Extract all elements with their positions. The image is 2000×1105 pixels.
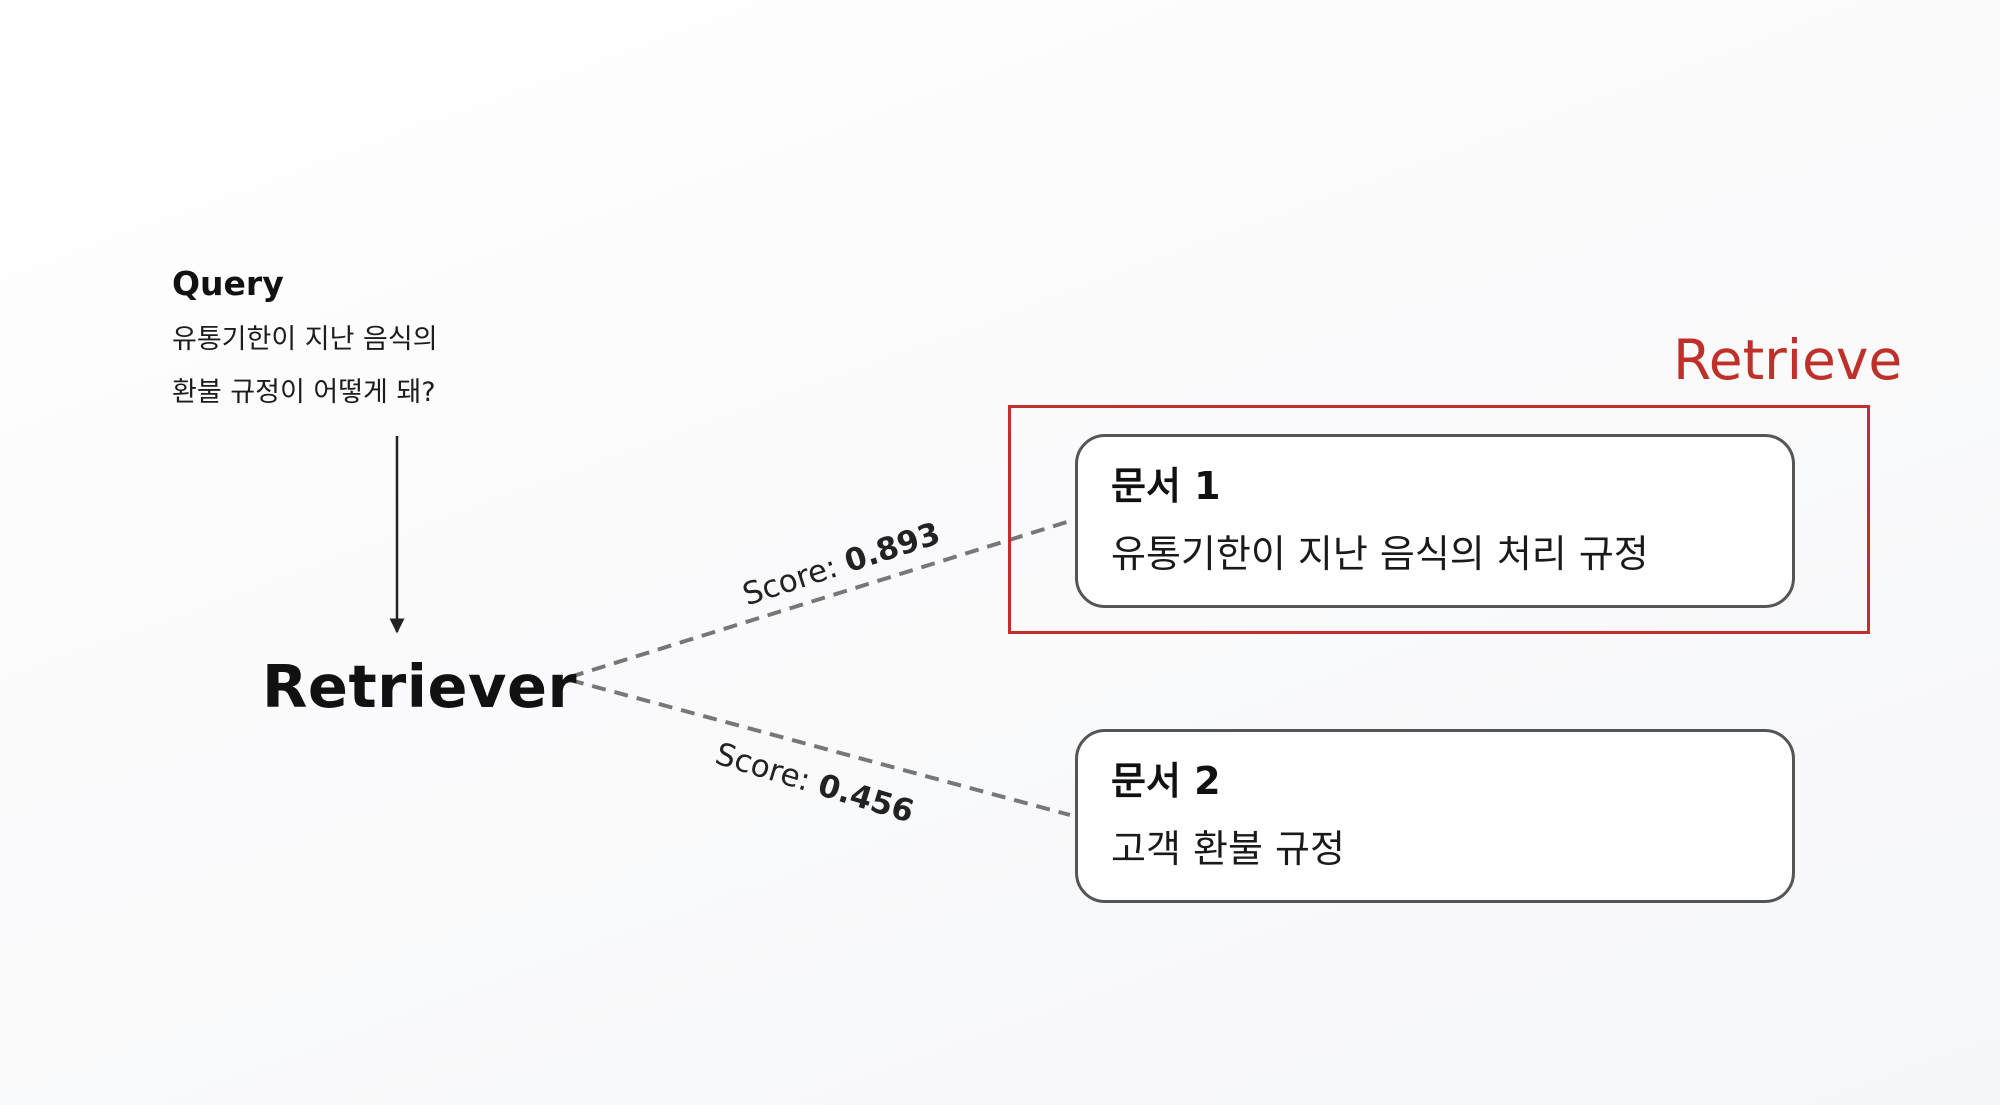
query-text-line-1: 유통기한이 지난 음식의 xyxy=(172,324,438,355)
retrieve-label: Retrieve xyxy=(1673,328,1903,392)
query-text-line-2: 환불 규정이 어떻게 돼? xyxy=(172,377,436,408)
connector-doc-1 xyxy=(569,519,1071,679)
connector-doc-2 xyxy=(569,678,1071,817)
retrieve-highlight-box xyxy=(1008,405,1870,634)
document-card-2: 문서 2 고객 환불 규정 xyxy=(1075,729,1795,903)
document-title: 문서 1 xyxy=(1111,464,1221,508)
document-title: 문서 2 xyxy=(1111,759,1221,803)
query-title: Query xyxy=(172,264,284,303)
document-card-1: 문서 1 유통기한이 지난 음식의 처리 규정 xyxy=(1075,434,1795,608)
document-text: 고객 환불 규정 xyxy=(1111,827,1345,871)
retriever-label: Retriever xyxy=(262,652,578,721)
document-text: 유통기한이 지난 음식의 처리 규정 xyxy=(1111,532,1649,576)
